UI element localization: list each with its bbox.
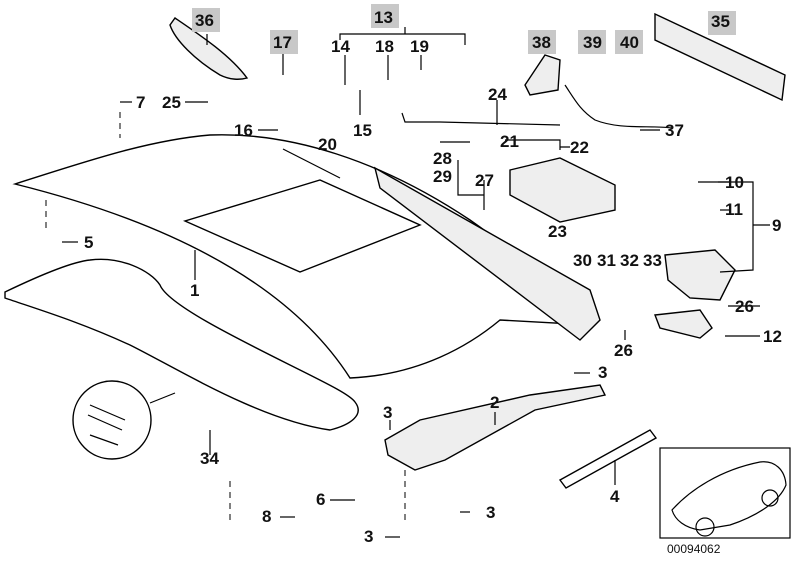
callout-6[interactable]: 6	[316, 490, 325, 509]
callout-33[interactable]: 33	[643, 251, 662, 270]
callout-3[interactable]: 3	[364, 527, 373, 546]
callout-40[interactable]: 40	[620, 33, 639, 52]
callout-9[interactable]: 9	[772, 216, 781, 235]
callout-18[interactable]: 18	[375, 37, 394, 56]
bracket-13	[339, 27, 466, 45]
diagram-reference-number: 00094062	[667, 542, 721, 556]
highlight-17	[270, 30, 298, 54]
callout-31[interactable]: 31	[597, 251, 616, 270]
callout-3[interactable]: 3	[486, 503, 495, 522]
callout-3[interactable]: 3	[598, 363, 607, 382]
callout-8[interactable]: 8	[262, 507, 271, 526]
callout-3[interactable]: 3	[383, 403, 392, 422]
leader-lines	[62, 34, 760, 538]
car-outline-icon	[671, 461, 787, 531]
callout-28[interactable]: 28	[433, 149, 452, 168]
callout-23[interactable]: 23	[548, 222, 567, 241]
callout-10[interactable]: 10	[725, 173, 744, 192]
rod-20-part[interactable]	[282, 148, 341, 179]
highlight-35	[708, 11, 736, 35]
callout-15[interactable]: 15	[353, 121, 372, 140]
trunk-seal-part[interactable]	[4, 258, 359, 431]
callout-39[interactable]: 39	[583, 33, 602, 52]
spoiler-part[interactable]	[169, 17, 249, 80]
bracket-27	[457, 160, 485, 210]
callout-32[interactable]: 32	[620, 251, 639, 270]
callout-19[interactable]: 19	[410, 37, 429, 56]
callout-25[interactable]: 25	[162, 93, 181, 112]
seal-detail-leader	[149, 392, 176, 404]
callout-4[interactable]: 4	[610, 487, 620, 506]
license-trim-part[interactable]	[654, 12, 786, 102]
callout-21[interactable]: 21	[500, 132, 519, 151]
callout-26[interactable]: 26	[735, 297, 754, 316]
highlight-39	[578, 30, 606, 54]
rod-part[interactable]	[401, 112, 561, 126]
callout-27[interactable]: 27	[475, 171, 494, 190]
callout-29[interactable]: 29	[433, 167, 452, 186]
callout-13[interactable]: 13	[374, 8, 393, 27]
vehicle-thumbnail	[659, 447, 791, 539]
callout-5[interactable]: 5	[84, 233, 93, 252]
callout-35[interactable]: 35	[711, 12, 730, 31]
cable-part[interactable]	[564, 84, 673, 129]
callout-22[interactable]: 22	[570, 138, 589, 157]
handle-part[interactable]	[524, 54, 561, 96]
callout-38[interactable]: 38	[532, 33, 551, 52]
callout-14[interactable]: 14	[331, 37, 350, 56]
highlight-36	[192, 8, 220, 32]
seal-detail-circle	[72, 380, 152, 460]
striker-part[interactable]	[654, 309, 713, 339]
hinge-part[interactable]	[384, 384, 607, 471]
callout-37[interactable]: 37	[665, 121, 684, 140]
callout-7[interactable]: 7	[136, 93, 145, 112]
callout-12[interactable]: 12	[763, 327, 782, 346]
callout-16[interactable]: 16	[234, 121, 253, 140]
callout-26[interactable]: 26	[614, 341, 633, 360]
bracket-22	[505, 139, 570, 150]
seal-detail-lines	[87, 404, 126, 446]
actuator-part[interactable]	[509, 157, 616, 223]
callout-11[interactable]: 11	[725, 200, 743, 219]
callout-17[interactable]: 17	[273, 33, 292, 52]
callout-34[interactable]: 34	[200, 449, 219, 468]
highlight-40	[615, 30, 643, 54]
callout-2[interactable]: 2	[490, 393, 499, 412]
lock-part[interactable]	[664, 249, 736, 301]
callout-24[interactable]: 24	[488, 85, 507, 104]
callout-20[interactable]: 20	[318, 135, 337, 154]
callout-30[interactable]: 30	[573, 251, 592, 270]
gas-strut-part[interactable]	[558, 429, 658, 489]
highlight-38	[528, 30, 556, 54]
highlight-13	[371, 4, 399, 28]
callout-1[interactable]: 1	[190, 281, 199, 300]
callout-36[interactable]: 36	[195, 11, 214, 30]
trim-panel-part[interactable]	[373, 166, 601, 341]
